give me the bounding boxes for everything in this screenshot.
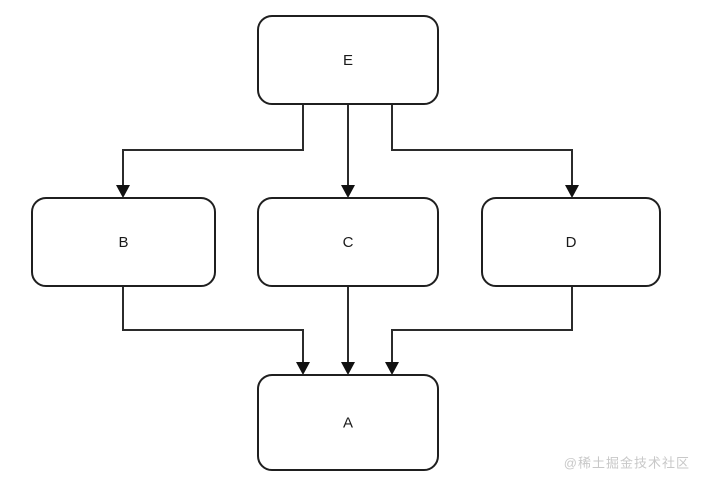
watermark-label: @稀土掘金技术社区 xyxy=(564,455,690,470)
node-a[interactable]: A xyxy=(257,374,439,471)
edge-e-to-b xyxy=(116,104,304,198)
nodes-group: E B C D A xyxy=(31,15,661,471)
edge-c-to-a xyxy=(341,286,355,375)
arrow-head-icon xyxy=(116,185,130,198)
edge-e-to-d xyxy=(391,104,579,198)
edge-path xyxy=(391,104,573,192)
node-shape[interactable] xyxy=(257,374,439,471)
node-b[interactable]: B xyxy=(31,197,216,287)
arrow-head-icon xyxy=(565,185,579,198)
node-shape[interactable] xyxy=(481,197,661,287)
node-shape[interactable] xyxy=(31,197,216,287)
edge-path xyxy=(122,286,304,369)
node-label-a: A xyxy=(343,414,353,431)
edge-path xyxy=(122,104,304,192)
node-label-d: D xyxy=(566,234,577,251)
node-shape[interactable] xyxy=(257,197,439,287)
node-c[interactable]: C xyxy=(257,197,439,287)
edges-group xyxy=(116,104,579,375)
node-e[interactable]: E xyxy=(257,15,439,105)
edge-e-to-c xyxy=(341,104,355,198)
arrow-head-icon xyxy=(385,362,399,375)
node-d[interactable]: D xyxy=(481,197,661,287)
arrow-head-icon xyxy=(341,185,355,198)
node-shape[interactable] xyxy=(257,15,439,105)
node-label-e: E xyxy=(343,52,353,69)
node-label-b: B xyxy=(118,234,128,251)
arrow-head-icon xyxy=(341,362,355,375)
node-label-c: C xyxy=(343,234,354,251)
arrow-head-icon xyxy=(296,362,310,375)
edge-path xyxy=(391,286,573,369)
edge-b-to-a xyxy=(122,286,310,375)
edge-d-to-a xyxy=(385,286,573,375)
